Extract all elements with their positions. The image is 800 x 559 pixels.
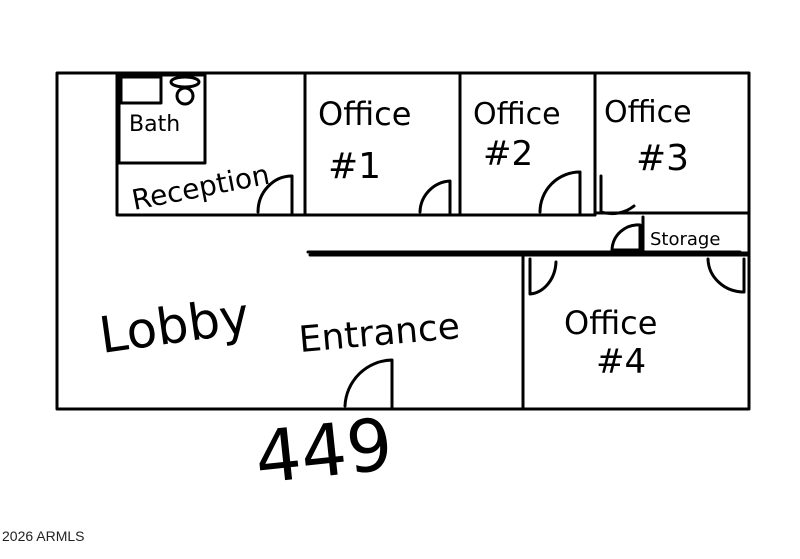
office3-title: Office	[604, 95, 692, 130]
office4-number: #4	[596, 342, 646, 382]
storage-room	[641, 215, 749, 255]
bath-room	[117, 73, 207, 165]
bath-label: Bath	[129, 112, 180, 137]
office3-door	[599, 174, 636, 216]
storage-door	[610, 223, 642, 252]
office2-door	[538, 170, 582, 217]
toilet-bowl	[175, 86, 195, 106]
lobby-label: Lobby	[96, 286, 253, 364]
mls-watermark: 2026 ARMLS	[2, 528, 85, 544]
office3-number: #3	[636, 138, 689, 179]
toilet-tank	[169, 75, 201, 89]
storage-label: Storage	[650, 229, 720, 250]
entrance-label: Entrance	[297, 306, 461, 361]
entrance-door	[343, 358, 394, 411]
bath-vanity	[119, 75, 163, 105]
reception-door	[256, 174, 294, 217]
reception-wall	[115, 71, 307, 217]
office2-title: Office	[473, 97, 561, 132]
outer-wall	[55, 71, 751, 411]
office4-title: Office	[564, 304, 657, 342]
office2-number: #2	[483, 134, 533, 174]
office4-storage-door	[706, 257, 746, 294]
unit-number: 449	[251, 402, 396, 500]
office1-number: #1	[328, 146, 381, 187]
office1-title: Office	[318, 95, 411, 133]
reception-label: Reception	[129, 158, 272, 217]
office1-door	[418, 179, 452, 217]
office4-door	[528, 257, 558, 296]
